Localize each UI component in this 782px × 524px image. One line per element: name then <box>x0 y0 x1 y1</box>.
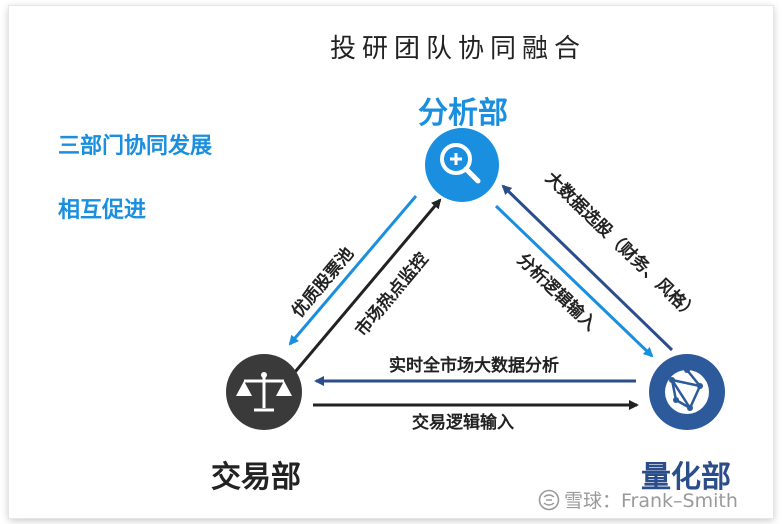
label-quant-to-trading: 实时全市场大数据分析 <box>389 355 559 376</box>
dept-label-trading: 交易部 <box>211 460 301 495</box>
snowball-logo-icon <box>538 489 560 511</box>
label-trading-to-quant: 交易逻辑输入 <box>412 412 514 433</box>
dept-label-analysis: 分析部 <box>418 96 508 131</box>
arrow-quant-to-analysis <box>501 184 674 352</box>
arrow-trading-to-analysis <box>293 198 442 373</box>
watermark: 雪球：Frank–Smith <box>538 486 738 513</box>
balance-scale-icon <box>236 372 292 412</box>
magnifier-plus-icon <box>440 143 481 184</box>
slide-frame <box>9 6 773 518</box>
quant-node <box>649 354 725 430</box>
dept-label-quant: 量化部 <box>641 460 731 495</box>
page-title: 投研团队协同融合 <box>330 34 587 64</box>
label-trading-to-analysis: 市场热点监控 <box>351 249 433 341</box>
analysis-node <box>425 128 499 202</box>
trading-node <box>226 354 302 430</box>
arrow-analysis-to-quant <box>494 204 654 358</box>
arrow-analysis-to-trading <box>288 195 418 346</box>
watermark-text: 雪球：Frank–Smith <box>564 490 738 512</box>
side-note-mutual-promotion: 相互促进 <box>58 198 147 223</box>
globe-network-icon <box>665 367 709 414</box>
side-note-collaboration: 三部门协同发展 <box>58 134 213 159</box>
